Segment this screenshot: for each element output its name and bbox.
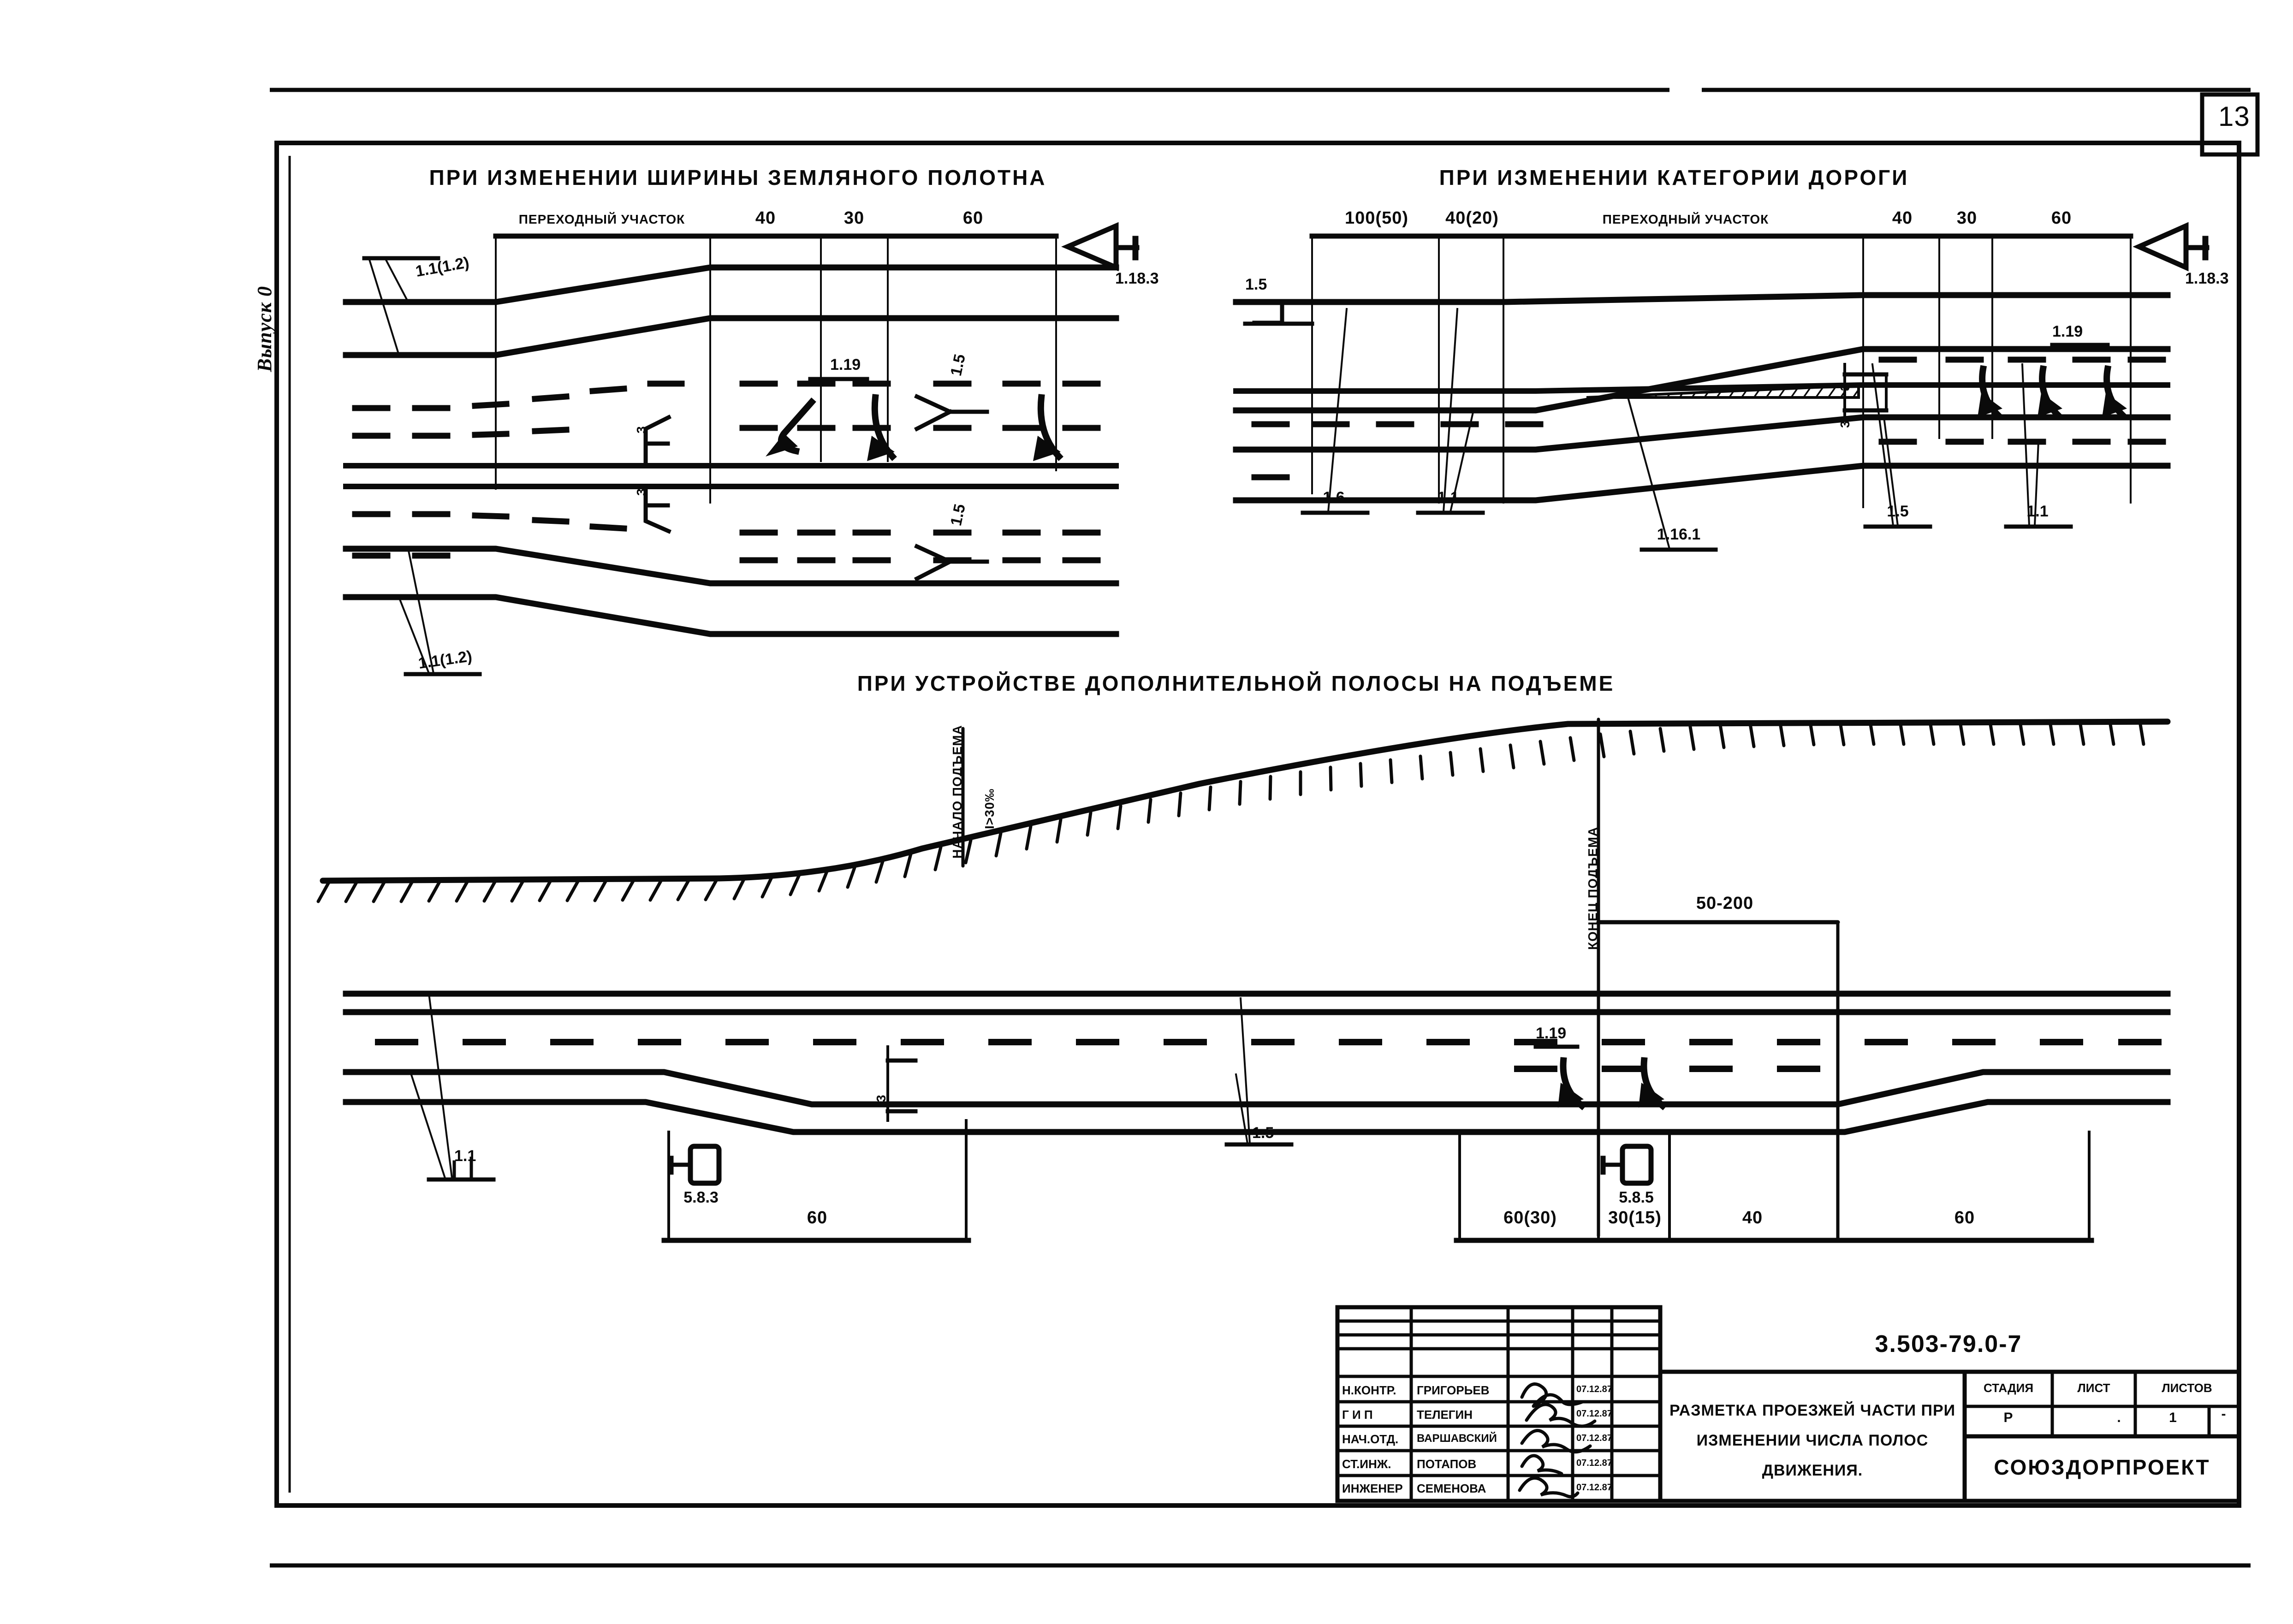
diagram-3-label-end-of-climb: КОНЕЦ ПОДЪЕМА — [1586, 826, 1600, 950]
diagram-1-dim-2: 30 — [844, 208, 865, 228]
diagram-1-width-callout-lower: 3 — [634, 488, 648, 496]
diagram-2-mark-1-5: 1.5 — [1887, 503, 1909, 520]
issue-label: Выпуск 0 — [253, 286, 276, 372]
diagram-2-mark-1-1-right: 1.1 — [2026, 503, 2049, 520]
drawing-title-line-1: ИЗМЕНЕНИИ ЧИСЛА ПОЛОС — [1696, 1432, 1929, 1449]
diagram-2-dim-4: 30 — [1956, 208, 1978, 228]
signature-role-1: Г И П — [1342, 1408, 1373, 1422]
diagram-2-mark-1-18-3: 1.18.3 — [2185, 270, 2229, 287]
signature-date-2: 07.12.87 — [1576, 1433, 1612, 1443]
diagram-3-mark-1-1: 1.1 — [454, 1147, 476, 1165]
diagram-3-title: ПРИ УСТРОЙСТВЕ ДОПОЛНИТЕЛЬНОЙ ПОЛОСЫ НА … — [857, 671, 1615, 695]
diagram-3-sign-5-8-3: 5.8.3 — [683, 1189, 719, 1206]
diagram-3-dim-3: 40 — [1742, 1208, 1763, 1227]
signature-name-2: ВАРШАВСКИЙ — [1417, 1432, 1497, 1445]
signature-role-0: Н.КОНТР. — [1342, 1383, 1396, 1397]
signature-name-4: СЕМЕНОВА — [1417, 1482, 1486, 1495]
diagram-1-mark-1-18-3: 1.18.3 — [1115, 270, 1159, 287]
diagram-3-label-grade: I>30‰ — [982, 788, 997, 829]
diagram-3-dim-2: 30(15) — [1608, 1208, 1662, 1227]
title-block-grid — [1335, 1305, 2241, 1503]
signature-date-0: 07.12.87 — [1576, 1384, 1612, 1394]
diagram-2-mark-1-6: 1.6 — [1323, 489, 1345, 506]
diagram-1-width-callout-upper: 3 — [634, 426, 648, 433]
diagram-2-mark-1-19: 1.19 — [2052, 323, 2083, 340]
status-value-extra: - — [2221, 1406, 2227, 1422]
diagram-3-dim-4: 60 — [1954, 1208, 1975, 1227]
status-header-sheets: ЛИСТОВ — [2162, 1381, 2212, 1395]
diagram-3-terrain — [316, 717, 2171, 1242]
drawing-title-line-2: ДВИЖЕНИЯ. — [1762, 1462, 1863, 1479]
sheet-border — [270, 88, 2260, 1568]
diagram-3-dim-1: 60(30) — [1503, 1208, 1557, 1227]
diagram-2-width-callout-upper: 3 — [1838, 383, 1852, 391]
drawing-code: 3.503-79.0-7 — [1875, 1331, 2022, 1357]
diagram-1-dim-0: ПЕРЕХОДНЫЙ УЧАСТОК — [518, 212, 685, 226]
diagram-3-mark-1-19: 1.19 — [1536, 1025, 1567, 1042]
drawing-title-line-0: РАЗМЕТКА ПРОЕЗЖЕЙ ЧАСТИ ПРИ — [1669, 1402, 1956, 1419]
diagram-3-label-start-of-climb: НАЧАЛО ПОДЪЕМА — [950, 725, 964, 859]
diagram-2-mark-1-1: 1.1 — [1437, 489, 1459, 506]
status-value-sheets: 1 — [2169, 1410, 2177, 1425]
diagram-2-width-callout-lower: 3 — [1838, 420, 1852, 428]
diagram-1-title: ПРИ ИЗМЕНЕНИИ ШИРИНЫ ЗЕМЛЯНОГО ПОЛОТНА — [429, 166, 1047, 190]
signature-date-1: 07.12.87 — [1576, 1409, 1612, 1419]
diagram-2-dim-5: 60 — [2051, 208, 2072, 228]
diagram-2-dim-0: 100(50) — [1345, 208, 1408, 228]
diagram-2-dim-3: 40 — [1892, 208, 1913, 228]
status-value-stage: Р — [2003, 1410, 2014, 1425]
diagram-2-geometry — [1233, 222, 2210, 552]
diagram-2-mark-1-16-1: 1.16.1 — [1657, 526, 1701, 543]
signature-marks — [1518, 1382, 1597, 1499]
signature-date-3: 07.12.87 — [1576, 1458, 1612, 1468]
diagram-1-dim-3: 60 — [962, 208, 984, 228]
diagram-3-dim-0: 60 — [807, 1208, 828, 1227]
signature-date-4: 07.12.87 — [1576, 1482, 1612, 1493]
diagram-3-roadway — [343, 990, 2171, 1243]
diagram-1-dim-1: 40 — [755, 208, 776, 228]
page-number: 13 — [2218, 101, 2250, 132]
diagram-2-title: ПРИ ИЗМЕНЕНИИ КАТЕГОРИИ ДОРОГИ — [1439, 166, 1909, 190]
signature-role-2: НАЧ.ОТД. — [1342, 1432, 1399, 1446]
diagram-3-mark-1-5: 1.5 — [1252, 1124, 1274, 1142]
diagram-3-sign-5-8-5: 5.8.5 — [1619, 1189, 1654, 1206]
diagram-2-mark-1-5-left: 1.5 — [1245, 276, 1267, 293]
organization-name: СОЮЗДОРПРОЕКТ — [1994, 1455, 2210, 1479]
signature-name-0: ГРИГОРЬЕВ — [1417, 1383, 1490, 1397]
status-value-sheet: . — [2117, 1410, 2121, 1425]
status-header-stage: СТАДИЯ — [1983, 1381, 2034, 1395]
signature-name-3: ПОТАПОВ — [1417, 1457, 1477, 1471]
diagram-1-mark-1-19: 1.19 — [830, 356, 861, 373]
diagram-3-label-50-200: 50-200 — [1696, 894, 1754, 913]
signature-name-1: ТЕЛЕГИН — [1417, 1408, 1473, 1422]
signature-role-3: СТ.ИНЖ. — [1342, 1457, 1391, 1471]
signature-role-4: ИНЖЕНЕР — [1342, 1482, 1403, 1495]
diagram-1-geometry — [343, 222, 1140, 676]
status-header-sheet: ЛИСТ — [2077, 1381, 2110, 1395]
diagram-2-dim-1: 40(20) — [1445, 208, 1499, 228]
diagram-3-width-callout: 3 — [874, 1094, 888, 1102]
diagram-2-dim-2: ПЕРЕХОДНЫЙ УЧАСТОК — [1602, 212, 1769, 226]
